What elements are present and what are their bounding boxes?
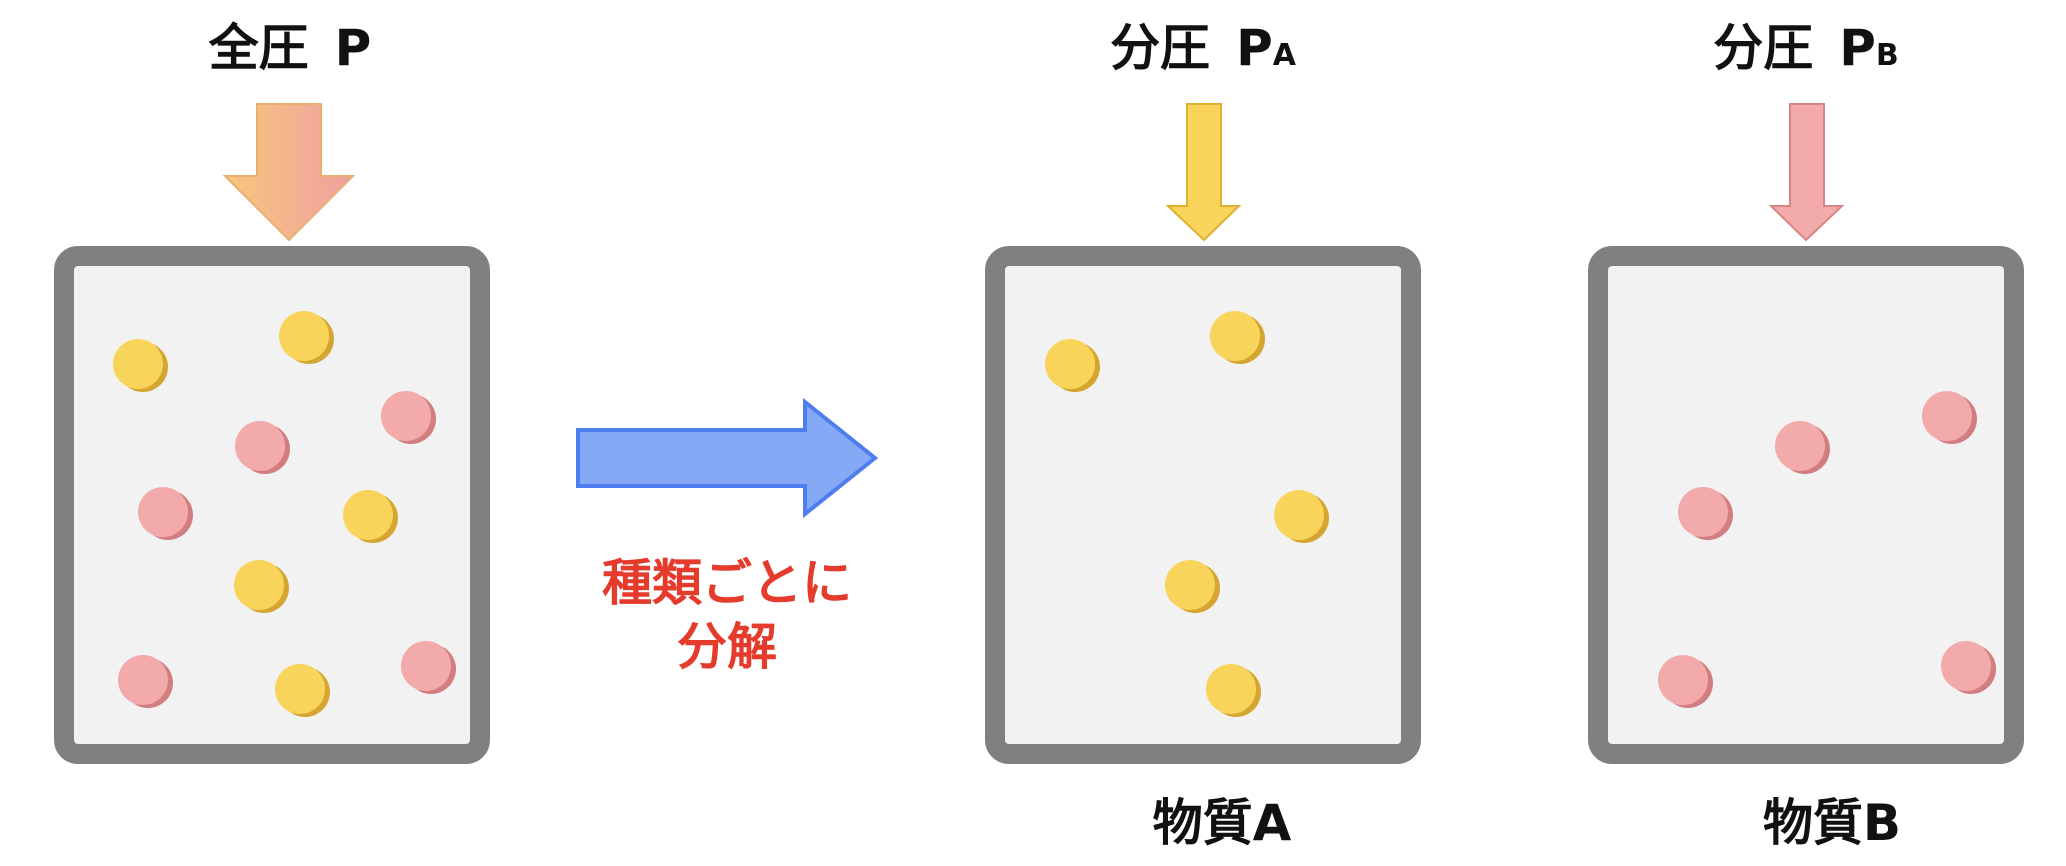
decompose-label-line2: 分解 [677, 618, 777, 676]
decompose-label-line1: 種類ごとに [602, 554, 852, 612]
label-substance-b: 物質B [1763, 794, 1901, 852]
label-substance-a: 物質A [1153, 794, 1292, 852]
decompose-arrow [576, 397, 879, 519]
particle-b [1922, 391, 1977, 444]
particle-a [1045, 339, 1100, 392]
particle-a [275, 664, 330, 717]
particle-b [1775, 421, 1830, 474]
substance-b-container [1588, 246, 2024, 764]
partial-pressure-b-arrow [1768, 103, 1845, 242]
particle-b [118, 655, 173, 708]
particle-b [138, 487, 193, 540]
particle-a [113, 339, 168, 392]
mixture-container [54, 246, 490, 764]
mixture-particles [113, 311, 456, 717]
particle-a [1206, 664, 1261, 717]
particle-a [279, 311, 334, 364]
particle-b [235, 421, 290, 474]
particle-a [1274, 490, 1329, 543]
particle-a [1210, 311, 1265, 364]
substance-b-particles [1658, 391, 1996, 708]
substance-a-container [985, 246, 1421, 764]
particle-a [1165, 560, 1220, 613]
particle-a [234, 560, 289, 613]
particle-b [1678, 487, 1733, 540]
particle-b [381, 391, 436, 444]
substance-a-particles [1045, 311, 1329, 717]
partial-pressure-a-arrow [1165, 103, 1242, 242]
particle-b [1941, 641, 1996, 694]
particle-b [401, 641, 456, 694]
particle-b [1658, 655, 1713, 708]
total-pressure-arrow [222, 103, 356, 242]
particle-a [343, 490, 398, 543]
